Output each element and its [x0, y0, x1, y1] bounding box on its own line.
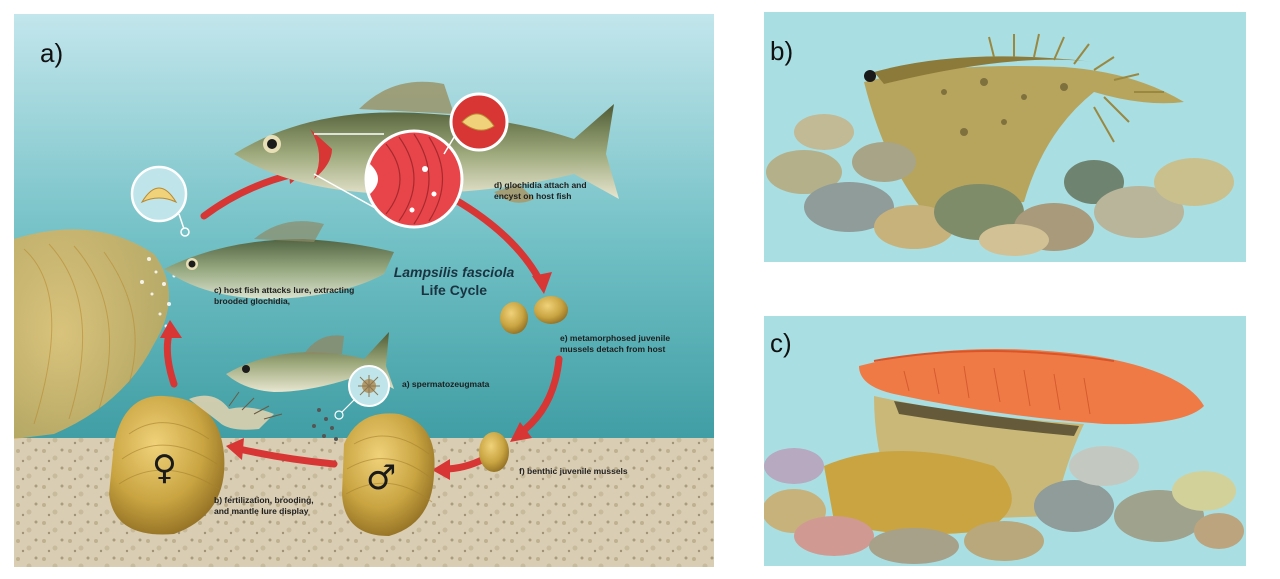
mantle-lure: [14, 229, 176, 439]
label-b: b) fertilization, brooding, and mantle l…: [214, 495, 314, 516]
panel-b-letter: b): [770, 36, 794, 66]
label-c: c) host fish attacks lure, extracting br…: [214, 285, 355, 306]
glochidium-inset: [130, 165, 190, 237]
life-cycle-illustration: [14, 14, 714, 567]
benthic-juvenile-mussel: [479, 432, 509, 472]
female-symbol: ♀: [152, 448, 177, 488]
diagram-title-subtitle: Life Cycle: [420, 282, 488, 298]
diagram-title-species: Lampsilis fasciola: [393, 264, 515, 280]
mussel-lure-orange: [764, 316, 1246, 566]
pebbles: [764, 446, 1244, 564]
panel-c-letter: c): [770, 328, 792, 358]
spermatozeugmata-inset: [312, 365, 390, 441]
label-d: d) glochidia attach and encyst on host f…: [494, 180, 587, 201]
host-fish-attacking: [164, 221, 394, 299]
gill-inset: [313, 92, 509, 229]
panel-a-letter: a): [40, 38, 64, 68]
label-f: f) benthic juvenile mussels: [519, 466, 628, 476]
life-cycle-diagram: a) Lampsilis fasciola Life Cycle d) gloc…: [14, 14, 714, 567]
pebbles: [766, 114, 1234, 256]
juvenile-mussels-detached: [500, 296, 568, 334]
panel-c-illustration: c): [764, 316, 1246, 566]
label-a: a) spermatozeugmata: [402, 379, 490, 389]
label-e: e) metamorphosed juvenile mussels detach…: [560, 333, 671, 354]
female-mussel: [109, 391, 283, 535]
male-mussel: [342, 413, 435, 536]
mussel-lure-fish-mimic: [764, 12, 1246, 262]
panel-b-illustration: b): [764, 12, 1246, 262]
male-symbol: ♂: [366, 458, 397, 498]
